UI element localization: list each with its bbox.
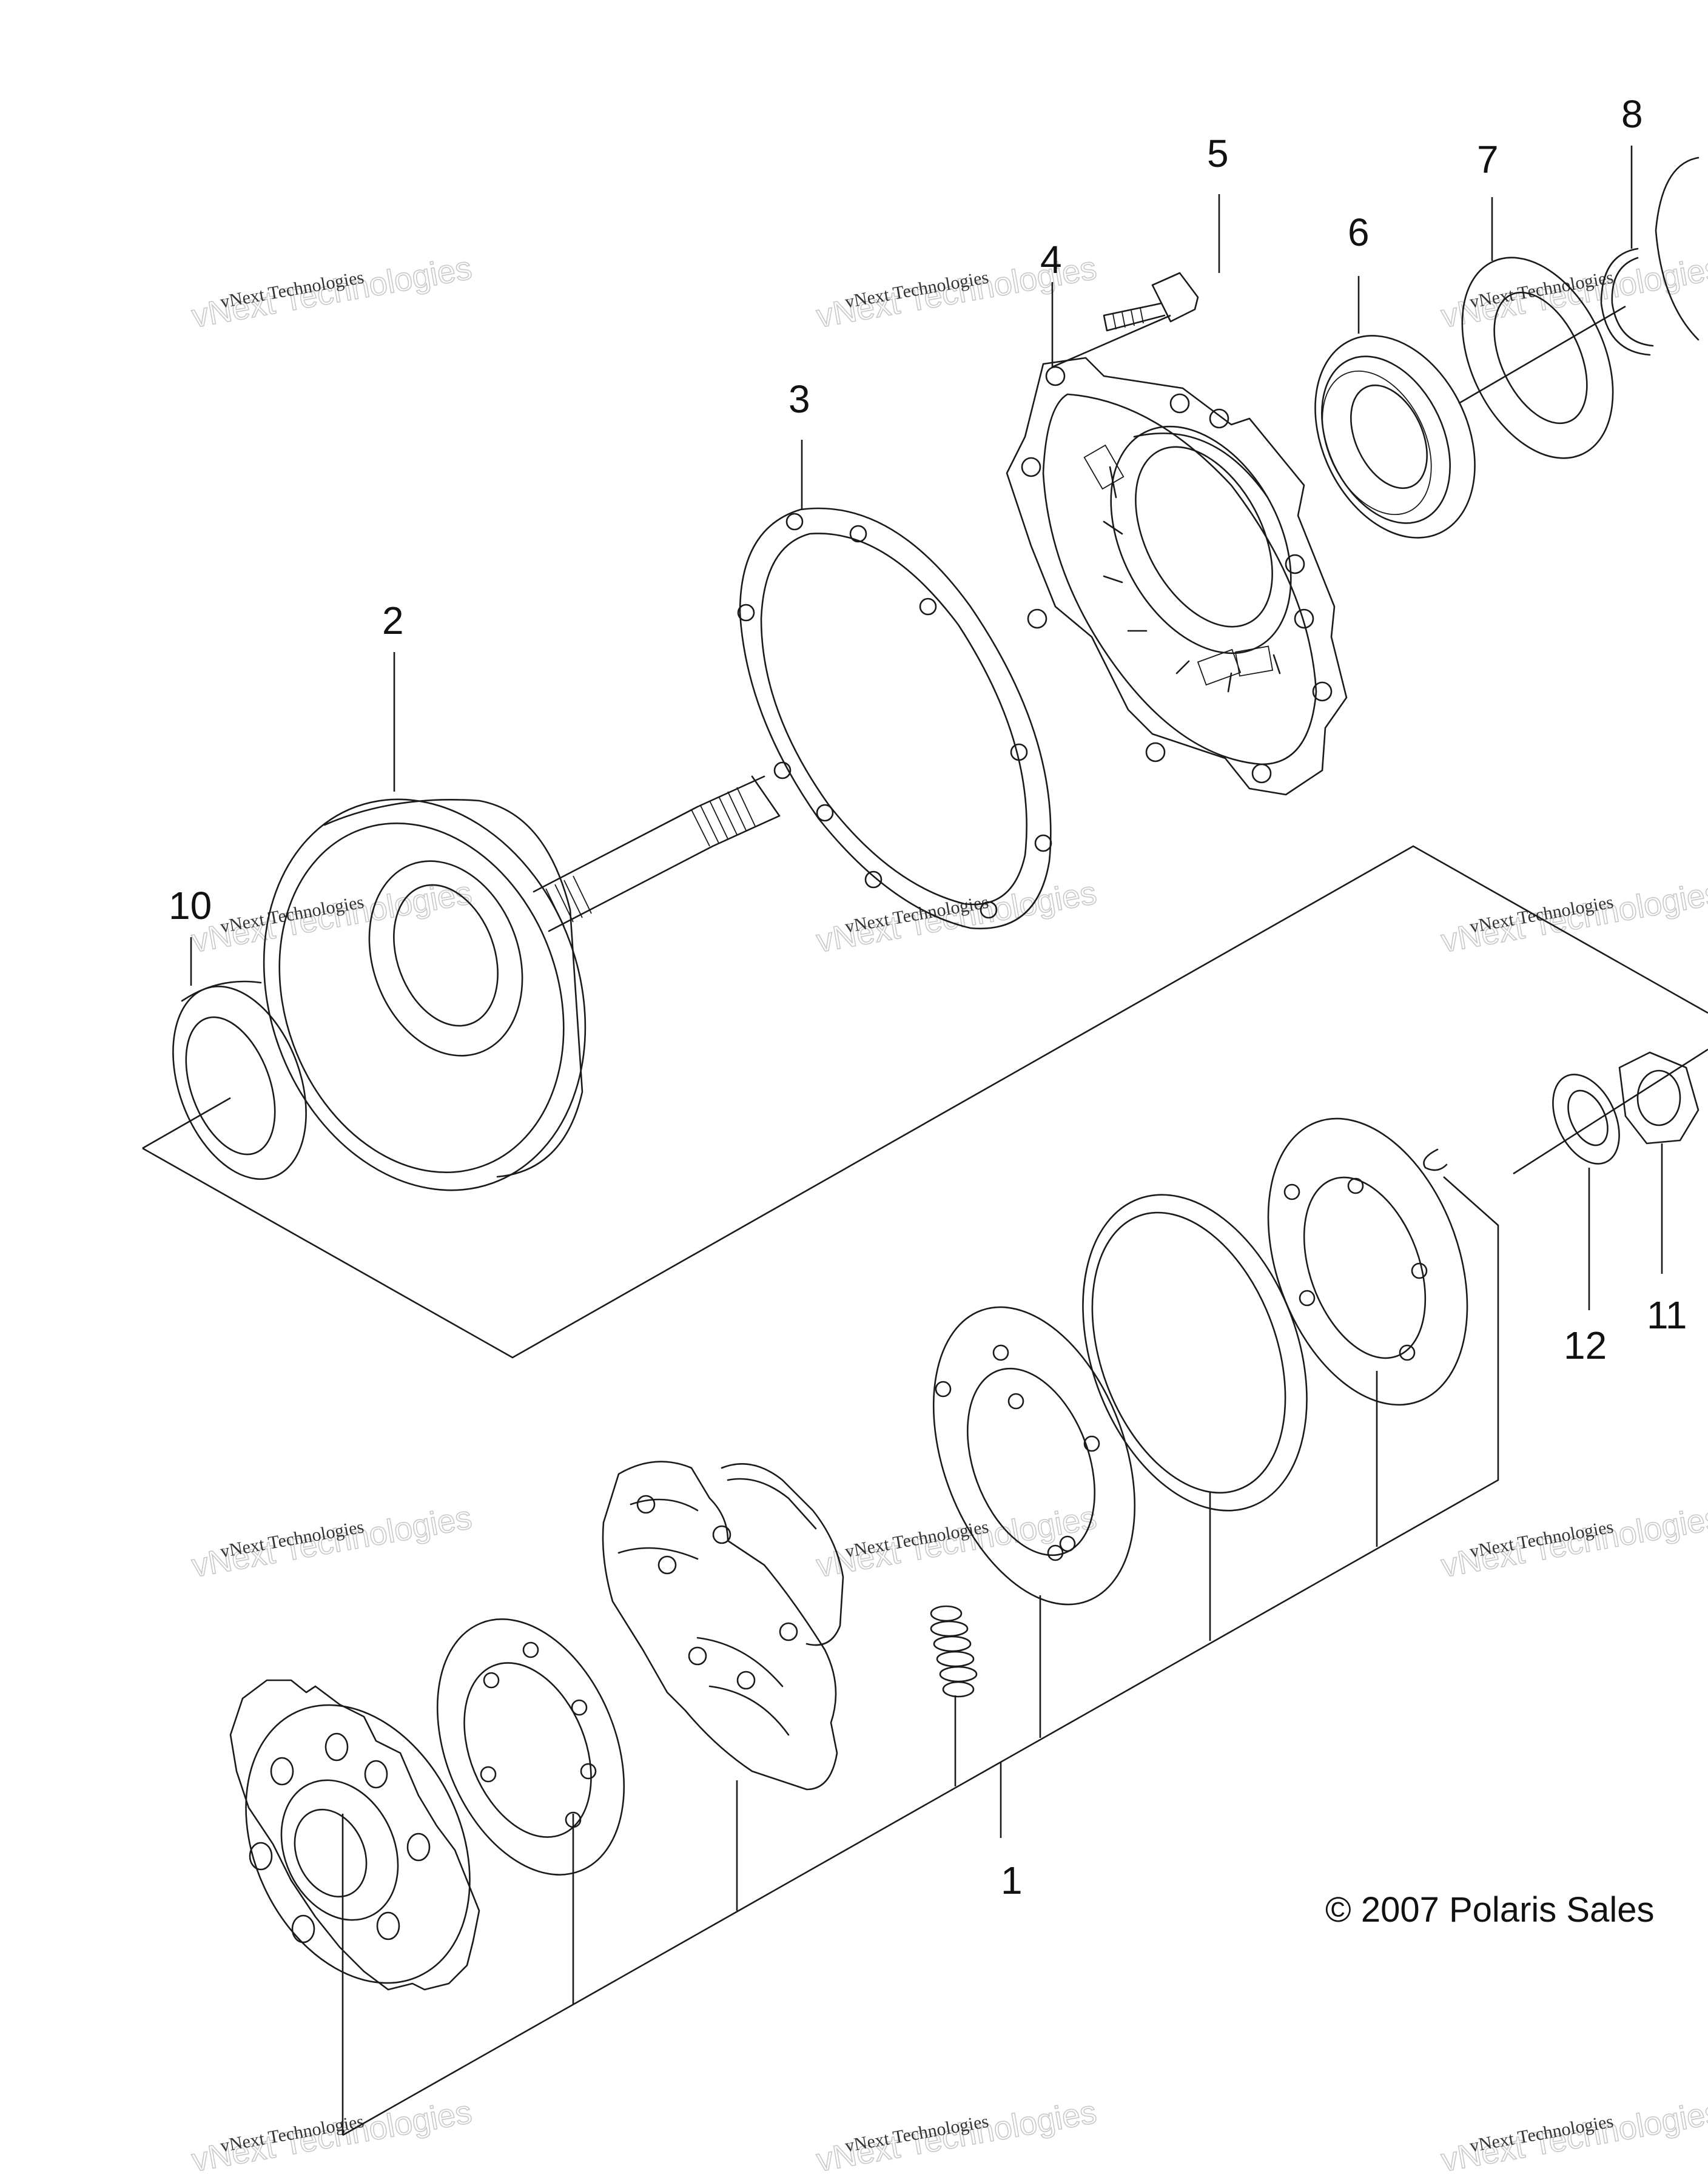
washer-part-7	[1461, 257, 1614, 459]
callout-2: 2	[382, 599, 404, 642]
leader-11-12-axis	[1513, 1048, 1708, 1175]
bolt-part-5	[1103, 272, 1199, 332]
callout-10: 10	[169, 884, 212, 927]
shaft-splines	[545, 787, 756, 927]
callout-12: 12	[1564, 1324, 1607, 1367]
snap-ring-part-8	[1600, 156, 1700, 356]
watermark: vNext Technologies vNext Technologies	[813, 874, 1100, 960]
friction-plate	[436, 1618, 625, 1876]
leader-6-7-axis	[1458, 305, 1626, 405]
nut-part-11	[1618, 1051, 1700, 1145]
watermark: vNext Technologies vNext Technologies	[189, 249, 475, 335]
lower-assembly-bracket	[342, 1176, 1499, 2136]
callout-8: 8	[1621, 92, 1643, 136]
copyright-notice: © 2007 Polaris Sales	[1325, 1890, 1654, 1930]
c-clip	[1423, 1148, 1448, 1171]
seal-ring-part-10	[172, 980, 307, 1180]
watermark: vNext Technologies vNext Technologies	[189, 874, 475, 960]
watermark: vNext Technologies vNext Technologies	[813, 1499, 1100, 1585]
clutch-plate-a	[932, 1306, 1136, 1606]
watermark: vNext Technologies vNext Technologies	[813, 2093, 1100, 2174]
washer-part-12	[1552, 1074, 1620, 1165]
callout-5: 5	[1207, 132, 1229, 175]
spring	[930, 1605, 978, 1698]
clutch-drum-part-2	[263, 775, 781, 1191]
upper-assembly-bracket	[142, 845, 1708, 1359]
clutch-hub	[229, 1679, 480, 1991]
watermarks: vNext Technologies vNext Technologies vN…	[189, 249, 1708, 2174]
callout-7: 7	[1477, 138, 1499, 181]
callout-1: 1	[1001, 1859, 1023, 1902]
watermark: vNext Technologies vNext Technologies	[1438, 1499, 1708, 1585]
leader-4-5	[1052, 314, 1171, 368]
callout-4: 4	[1040, 238, 1062, 281]
gasket-part-3	[737, 507, 1052, 930]
watermark: vNext Technologies vNext Technologies	[1438, 2093, 1708, 2174]
callout-6: 6	[1348, 210, 1370, 254]
ball-bearing-part-6	[1314, 335, 1476, 539]
callout-11: 11	[1647, 1293, 1687, 1337]
callout-3: 3	[788, 377, 810, 421]
housing-cover-part-4	[1006, 357, 1348, 796]
leader-10-axis	[142, 1097, 231, 1149]
watermark: vNext Technologies vNext Technologies	[1438, 874, 1708, 960]
clutch-shoes	[602, 1461, 844, 1791]
watermark: vNext Technologies vNext Technologies	[189, 2093, 475, 2174]
watermark: vNext Technologies vNext Technologies	[189, 1499, 475, 1585]
clutch-plate-c	[1267, 1117, 1468, 1406]
clutch-plate-b	[1082, 1194, 1308, 1512]
